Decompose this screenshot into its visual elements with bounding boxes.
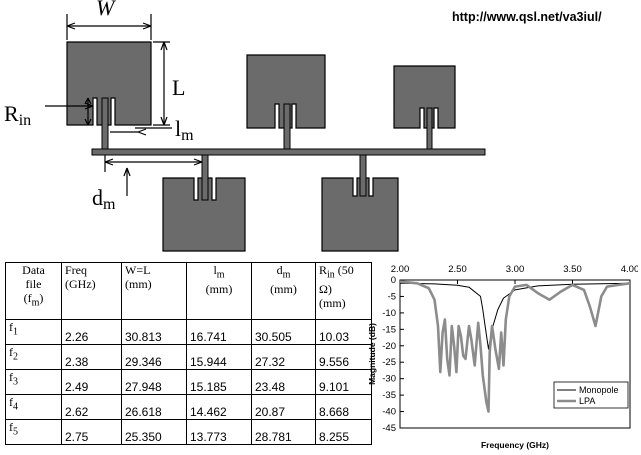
cell-lm: 15.185 — [186, 369, 252, 395]
cell-lm: 15.944 — [186, 344, 252, 370]
dimension-l — [153, 41, 170, 126]
patch-3-feed — [426, 107, 433, 150]
cell-lm: 14.462 — [186, 394, 252, 420]
y-axis-label: Magnitude (dB) — [367, 323, 377, 385]
y-tick-label: -20 — [382, 341, 396, 352]
cell-dm: 27.32 — [251, 344, 316, 370]
y-tick-label: -40 — [382, 407, 396, 418]
patch-4-feed — [201, 154, 209, 201]
y-tick-label: -15 — [382, 324, 396, 335]
return-loss-chart: 2.00 2.50 3.00 3.50 4.00 0 -5 -10 -15 -20 -25 -30 -3… — [367, 264, 638, 450]
cell-file: f5 — [5, 419, 62, 445]
y-tick-label: 0 — [391, 275, 396, 286]
cell-rin: 9.101 — [315, 369, 372, 395]
y-tick-label: -10 — [382, 308, 396, 319]
cell-rin: 9.556 — [315, 344, 372, 370]
source-url: http://www.qsl.net/va3iul/ — [452, 10, 602, 24]
y-tick-label: -35 — [382, 390, 396, 401]
cell-wl: 30.813 — [121, 319, 187, 345]
x-axis-label: Frequency (GHz) — [481, 440, 549, 450]
x-tick-label: 3.50 — [563, 264, 582, 275]
cell-freq: 2.26 — [61, 319, 122, 345]
cell-wl: 29.346 — [121, 344, 187, 370]
cell-lm: 16.741 — [186, 319, 252, 345]
cell-rin: 8.668 — [315, 394, 372, 420]
patch-element-3 — [393, 65, 456, 129]
antenna-layout-diagram: W L Rin lm dm — [4, 0, 486, 252]
cell-wl: 25.350 — [121, 419, 187, 445]
patch-element-1 — [66, 41, 152, 126]
header-dm: dm(mm) — [251, 262, 316, 320]
y-tick-label: -25 — [382, 357, 396, 368]
series-line-lpa — [399, 280, 631, 413]
patch-1-feed — [101, 97, 109, 150]
x-tick-label: 2.50 — [448, 264, 467, 275]
cell-file: f2 — [5, 344, 62, 370]
x-tick-label: 2.00 — [391, 264, 410, 275]
header-lm: lm(mm) — [186, 262, 252, 320]
y-tick-label: -5 — [388, 291, 396, 302]
cell-freq: 2.38 — [61, 344, 122, 370]
patch-element-5 — [321, 177, 399, 252]
cell-file: f3 — [5, 369, 62, 395]
dimension-rin — [45, 97, 94, 126]
main-feed-line — [91, 148, 486, 156]
cell-freq: 2.75 — [61, 419, 122, 445]
patch-element-2 — [246, 54, 326, 129]
label-rin: Rin — [4, 101, 31, 129]
label-w: W — [96, 0, 116, 20]
legend-box — [553, 381, 629, 409]
cell-wl: 26.618 — [121, 394, 187, 420]
cell-wl: 27.948 — [121, 369, 187, 395]
dimension-dm — [104, 155, 203, 196]
cell-file: f4 — [5, 394, 62, 420]
cell-rin: 8.255 — [315, 419, 372, 445]
cell-dm: 23.48 — [251, 369, 316, 395]
cell-dm: 30.505 — [251, 319, 316, 345]
cell-rin: 10.03 — [315, 319, 372, 345]
y-tick-label: -30 — [382, 374, 396, 385]
label-l: L — [172, 75, 185, 100]
legend-label: Monopole — [579, 385, 619, 395]
cell-freq: 2.49 — [61, 369, 122, 395]
legend-label: LPA — [579, 396, 595, 406]
cell-lm: 13.773 — [186, 419, 252, 445]
cell-dm: 20.87 — [251, 394, 316, 420]
patch-element-4 — [162, 177, 246, 252]
label-lm: lm — [175, 116, 194, 144]
x-tick-label: 4.00 — [621, 264, 638, 275]
dimension-lm — [110, 127, 172, 136]
y-tick-label: -45 — [382, 423, 396, 434]
patch-5-feed — [359, 154, 367, 197]
cell-file: f1 — [5, 319, 62, 345]
header-wl: W=L(mm) — [121, 262, 187, 320]
dimension-w — [66, 14, 152, 40]
cell-dm: 28.781 — [251, 419, 316, 445]
cell-freq: 2.62 — [61, 394, 122, 420]
patch-2-feed — [283, 103, 291, 150]
label-dm: dm — [92, 185, 116, 213]
header-freq: Freq(GHz) — [61, 262, 122, 320]
x-tick-label: 3.00 — [506, 264, 525, 275]
